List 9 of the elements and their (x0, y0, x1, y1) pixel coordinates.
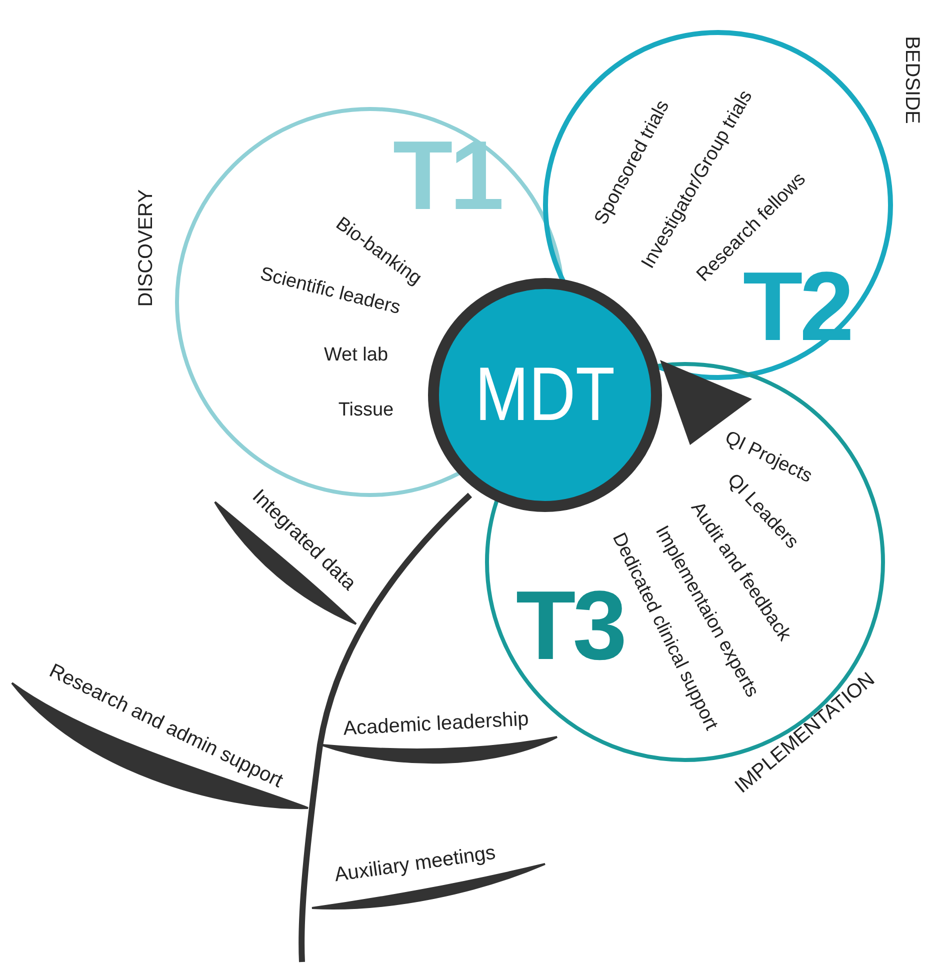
phase-label: DISCOVERY (135, 189, 157, 307)
leaf-label: Auxiliary meetings (333, 842, 497, 886)
leaf-label: Academic leadership (342, 708, 530, 740)
activity-label: Tissue (338, 400, 394, 422)
tier-heading: T1 (392, 126, 502, 224)
center-circle (428, 278, 662, 512)
activity-label: Wet lab (324, 346, 388, 366)
tier-heading: MDT (475, 357, 615, 433)
phase-label: BEDSIDE (901, 36, 923, 124)
